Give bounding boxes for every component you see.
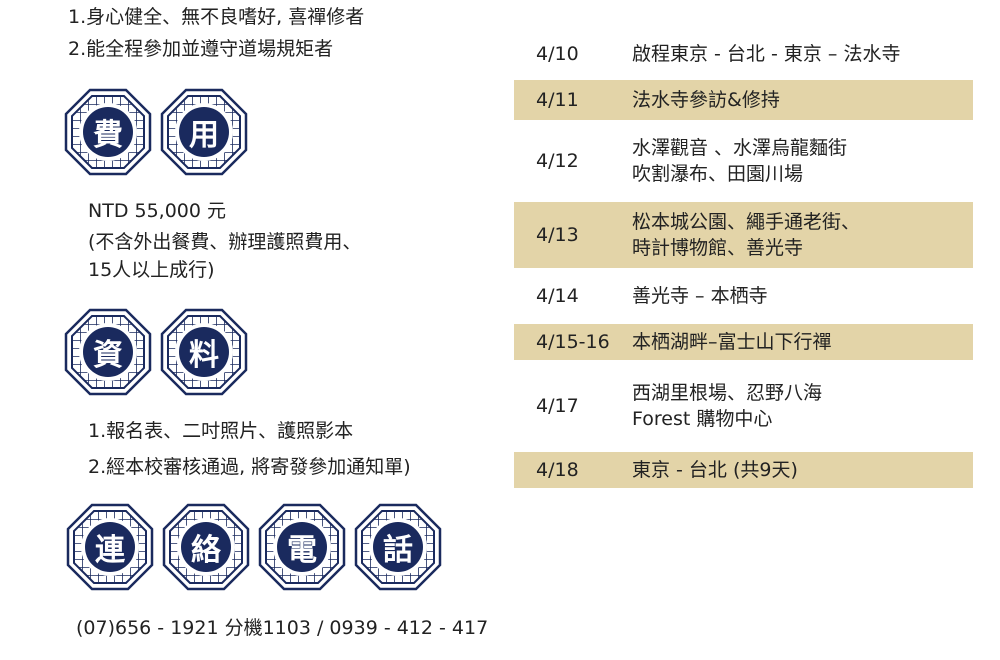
schedule-desc: 本栖湖畔–富士山下行禪: [632, 331, 832, 353]
schedule-desc: 啟程東京 - 台北 - 東京 – 法水寺: [632, 43, 901, 65]
contact-badge: 絡: [162, 503, 250, 591]
documents-badge: 料: [160, 308, 248, 396]
schedule-date: 4/14: [536, 285, 579, 307]
badge-char: 絡: [191, 533, 221, 568]
documents-badge: 資: [64, 308, 152, 396]
schedule-desc: 水澤觀音 、水澤烏龍麵街: [632, 137, 848, 159]
schedule-row: 4/15-16 本栖湖畔–富士山下行禪: [514, 324, 973, 360]
fee-note-2: 15人以上成行): [88, 259, 215, 281]
schedule-date: 4/12: [536, 150, 579, 172]
badge-char: 話: [383, 533, 413, 568]
schedule-desc: Forest 購物中心: [632, 408, 773, 430]
schedule-desc: 吹割瀑布、田園川場: [632, 163, 804, 185]
contact-badge: 電: [258, 503, 346, 591]
schedule-desc: 松本城公園、繩手通老街、: [632, 211, 861, 233]
documents-line-2: 2.經本校審核通過, 將寄發參加通知單): [88, 456, 411, 478]
requirement-1: 1.身心健全、無不良嗜好, 喜禪修者: [68, 6, 365, 28]
contact-badge: 話: [354, 503, 442, 591]
schedule-row: 4/12 水澤觀音 、水澤烏龍麵街 吹割瀑布、田園川場: [514, 120, 973, 202]
schedule-date: 4/18: [536, 459, 579, 481]
documents-badge-row: 資 料: [64, 308, 248, 396]
schedule-date: 4/17: [536, 395, 579, 417]
schedule-desc: 西湖里根場、忍野八海: [632, 382, 823, 404]
schedule-date: 4/15-16: [536, 331, 610, 353]
fee-badge: 用: [160, 88, 248, 176]
fee-badge-row: 費 用: [64, 88, 248, 176]
requirement-2: 2.能全程參加並遵守道場規矩者: [68, 38, 334, 60]
fee-amount: NTD 55,000 元: [88, 200, 227, 222]
fee-note-1: (不含外出餐費、辦理護照費用、: [88, 231, 362, 253]
schedule-desc: 東京 - 台北 (共9天): [632, 459, 798, 481]
schedule-row: 4/18 東京 - 台北 (共9天): [514, 452, 973, 488]
schedule-date: 4/10: [536, 43, 579, 65]
schedule-row: 4/11 法水寺參訪&修持: [514, 80, 973, 120]
schedule-desc: 法水寺參訪&修持: [632, 89, 780, 111]
schedule-row: 4/17 西湖里根場、忍野八海 Forest 購物中心: [514, 360, 973, 452]
schedule-date: 4/11: [536, 89, 579, 111]
badge-char: 料: [189, 338, 219, 373]
badge-char: 用: [189, 118, 219, 153]
schedule-desc: 時計博物館、善光寺: [632, 237, 804, 259]
badge-char: 資: [93, 338, 123, 373]
schedule-table: 4/10 啟程東京 - 台北 - 東京 – 法水寺 4/11 法水寺參訪&修持 …: [514, 32, 973, 488]
schedule-row: 4/13 松本城公園、繩手通老街、 時計博物館、善光寺: [514, 202, 973, 268]
contact-phone: (07)656 - 1921 分機1103 / 0939 - 412 - 417: [76, 617, 489, 639]
badge-char: 連: [95, 533, 125, 568]
badge-char: 費: [93, 118, 123, 153]
contact-badge-row: 連 絡 電 話: [66, 503, 442, 591]
schedule-row: 4/10 啟程東京 - 台北 - 東京 – 法水寺: [514, 32, 973, 76]
schedule-date: 4/13: [536, 224, 579, 246]
schedule-row: 4/14 善光寺 – 本栖寺: [514, 268, 973, 324]
documents-line-1: 1.報名表、二吋照片、護照影本: [88, 420, 354, 442]
contact-badge: 連: [66, 503, 154, 591]
badge-char: 電: [287, 533, 317, 568]
fee-badge: 費: [64, 88, 152, 176]
schedule-desc: 善光寺 – 本栖寺: [632, 285, 768, 307]
